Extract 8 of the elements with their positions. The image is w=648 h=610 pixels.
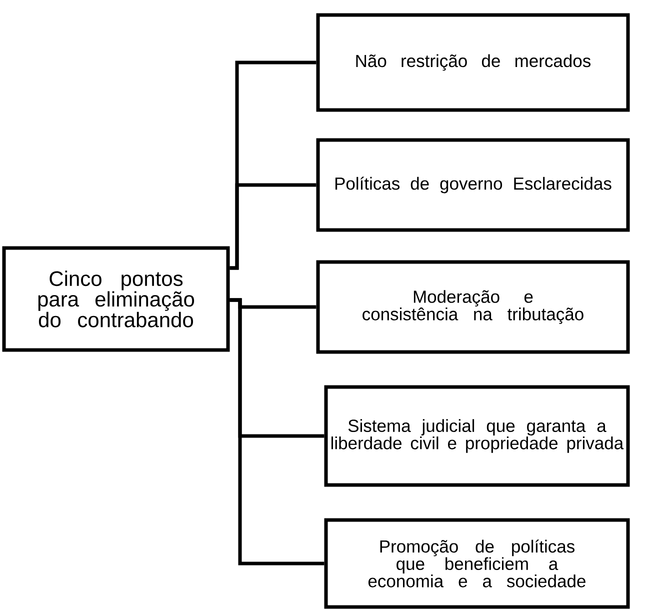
point-box: Sistema judicial que garanta a liberdade civil e propriedade privada: [324, 385, 630, 487]
point-box: Não restrição de mercados: [316, 13, 630, 112]
point-box: Moderação e consistência na tributação: [316, 260, 630, 354]
connector-line: [230, 298, 324, 566]
connector-line: [230, 183, 316, 270]
concept-box: Cinco pontos para eliminação do contrabando: [2, 246, 230, 352]
point-box: Promoção de políticas que beneficiem a economia e a sociedade: [324, 518, 630, 609]
point-box: Políticas de governo Esclarecidas: [316, 138, 630, 232]
